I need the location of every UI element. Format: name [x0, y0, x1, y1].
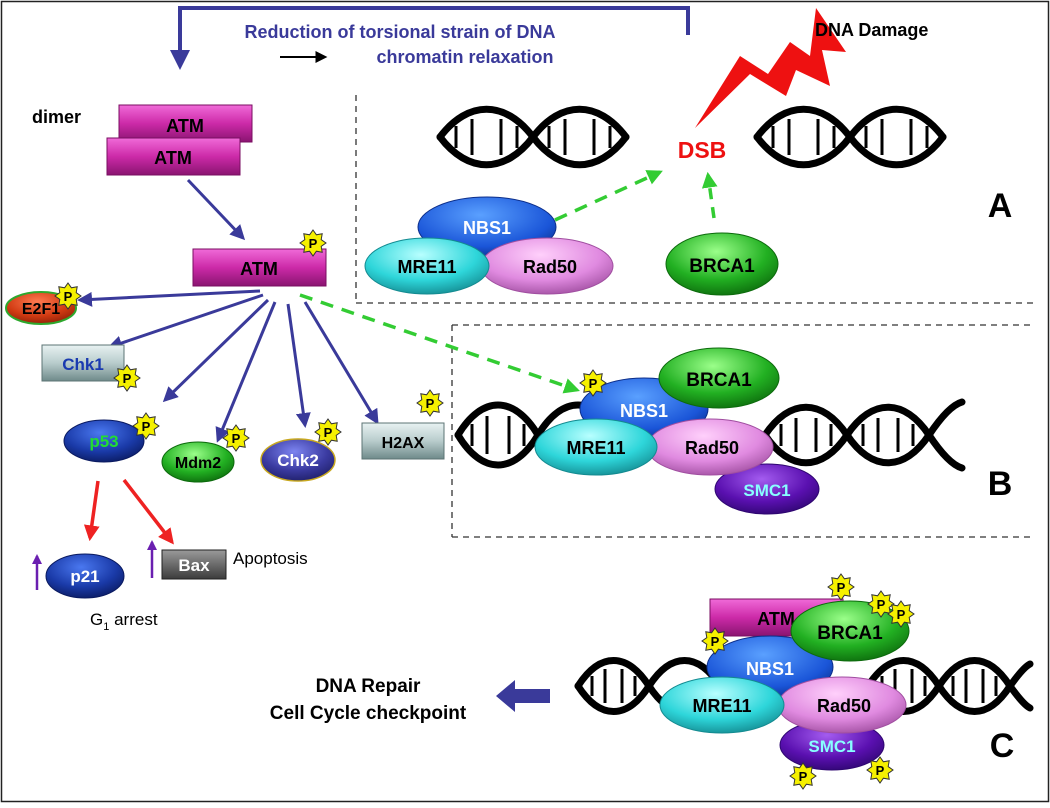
- atm-to-nbs1-dashed-arrow: [299, 293, 580, 394]
- final-outcome-line2: Cell Cycle checkpoint: [270, 703, 467, 724]
- h2ax-protein: H2AX: [361, 422, 445, 460]
- panel-b-complex: NBS1 BRCA1 SMC1 Rad50 MRE11: [534, 347, 820, 515]
- svg-text:P: P: [711, 634, 720, 649]
- chk2-protein: Chk2: [260, 438, 336, 482]
- bax-label: Bax: [178, 556, 210, 575]
- feedback-arrow: [170, 6, 690, 70]
- phospho-atm-icon: P: [299, 229, 327, 257]
- phospho-chk2-icon: P: [314, 418, 342, 446]
- panel-a-brca1-label: BRCA1: [689, 256, 755, 277]
- panel-b-brca1-label: BRCA1: [686, 370, 752, 391]
- phospho-e2f1-icon: P: [54, 282, 82, 310]
- h2ax-label: H2AX: [382, 435, 425, 452]
- phospho-panel-c-nbs1-icon: P: [701, 627, 729, 655]
- svg-text:P: P: [837, 580, 846, 595]
- panel-c-smc1-label: SMC1: [808, 737, 855, 756]
- svg-text:P: P: [426, 396, 435, 411]
- panel-a-complex: NBS1 Rad50 MRE11 BRCA1: [364, 196, 779, 296]
- svg-text:P: P: [309, 236, 318, 251]
- e2f1-label: E2F1: [22, 301, 60, 318]
- chk1-label: Chk1: [62, 355, 104, 374]
- panel-c-rad50-label: Rad50: [817, 696, 871, 716]
- panel-b-letter: B: [988, 465, 1013, 503]
- panel-separators: [355, 95, 1035, 538]
- panel-c-complex: ATM NBS1 BRCA1 SMC1 Rad50 MRE11: [659, 598, 910, 771]
- panel-a-letter: A: [988, 187, 1013, 225]
- phospho-badges: P P P P P P P P P P P P P P: [54, 229, 915, 790]
- mdm2-label: Mdm2: [175, 455, 221, 472]
- brca1-to-dsb-arrow: [701, 171, 718, 219]
- svg-text:P: P: [232, 431, 241, 446]
- top-note-line1: Reduction of torsional strain of DNA: [244, 22, 555, 42]
- p53-label: p53: [89, 432, 118, 451]
- g1-arrest-label: G1 arrest: [90, 610, 158, 633]
- panel-c-dna-rungs: [590, 669, 998, 703]
- panel-c-atm-label: ATM: [757, 609, 795, 629]
- panel-a-rad50-label: Rad50: [523, 257, 577, 277]
- dimer-to-monomer-arrow: [186, 178, 246, 241]
- svg-text:P: P: [897, 607, 906, 622]
- dimer-label: dimer: [32, 107, 81, 127]
- p21-protein: p21: [45, 553, 125, 599]
- panel-c-letter: C: [990, 727, 1015, 765]
- phospho-chk1-icon: P: [113, 364, 141, 392]
- atm-monomer: ATM: [192, 248, 327, 287]
- svg-text:P: P: [799, 769, 808, 784]
- svg-text:P: P: [123, 371, 132, 386]
- phospho-mdm2-icon: P: [222, 424, 250, 452]
- panel-a-dna-rungs: [454, 119, 929, 155]
- panel-c-brca1-label: BRCA1: [817, 623, 883, 644]
- panel-b-mre11-label: MRE11: [566, 438, 625, 458]
- top-note-line2: chromatin relaxation: [376, 47, 553, 67]
- svg-text:P: P: [324, 425, 333, 440]
- panel-b-dna-rungs: [470, 416, 915, 454]
- phospho-panel-c-brca1-a-icon: P: [867, 590, 895, 618]
- phospho-panel-c-smc1-a-icon: P: [789, 762, 817, 790]
- p21-label: p21: [70, 567, 99, 586]
- atm-target-arrows: [77, 289, 379, 443]
- atm-monomer-label: ATM: [240, 259, 278, 279]
- panel-c-mre11-label: MRE11: [692, 696, 751, 716]
- atm-dimer: ATM ATM: [106, 104, 253, 176]
- phospho-panel-c-brca1-b-icon: P: [887, 600, 915, 628]
- panel-a-nbs1-label: NBS1: [463, 218, 511, 238]
- bax-protein: Bax: [161, 549, 227, 580]
- repair-outcome-arrow: [496, 680, 550, 712]
- phospho-h2ax-icon: P: [416, 389, 444, 417]
- dna-damage-label: DNA Damage: [815, 20, 928, 40]
- svg-text:P: P: [589, 376, 598, 391]
- phospho-p53-icon: P: [132, 412, 160, 440]
- nbs1-to-dsb-arrow: [554, 170, 663, 222]
- panel-b-smc1-label: SMC1: [743, 481, 790, 500]
- final-outcome-line1: DNA Repair: [316, 676, 421, 697]
- p53-to-p21-arrow: [83, 480, 100, 542]
- apoptosis-label: Apoptosis: [233, 549, 308, 568]
- panel-c-nbs1-label: NBS1: [746, 659, 794, 679]
- phospho-panel-c-atm-icon: P: [827, 573, 855, 601]
- p53-to-bax-arrow: [122, 478, 174, 545]
- svg-text:P: P: [142, 419, 151, 434]
- svg-text:P: P: [64, 289, 73, 304]
- svg-text:P: P: [877, 597, 886, 612]
- phospho-panel-b-nbs1-icon: P: [579, 369, 607, 397]
- mdm2-protein: Mdm2: [161, 441, 235, 483]
- dsb-label: DSB: [678, 137, 727, 163]
- panel-b-nbs1-label: NBS1: [620, 401, 668, 421]
- lightning-bolt-icon: [695, 8, 846, 128]
- svg-text:P: P: [876, 763, 885, 778]
- phospho-panel-c-smc1-b-icon: P: [866, 756, 894, 784]
- e2f1-protein: E2F1: [5, 291, 77, 325]
- chk1-protein: Chk1: [41, 344, 125, 382]
- p53-protein: p53: [63, 419, 145, 463]
- atm-dimer-bottom-label: ATM: [154, 148, 192, 168]
- panel-a-mre11-label: MRE11: [397, 257, 456, 277]
- chk2-label: Chk2: [277, 451, 319, 470]
- panel-a-dna: [436, 105, 947, 169]
- atm-dimer-top-label: ATM: [166, 116, 204, 136]
- panel-b-rad50-label: Rad50: [685, 438, 739, 458]
